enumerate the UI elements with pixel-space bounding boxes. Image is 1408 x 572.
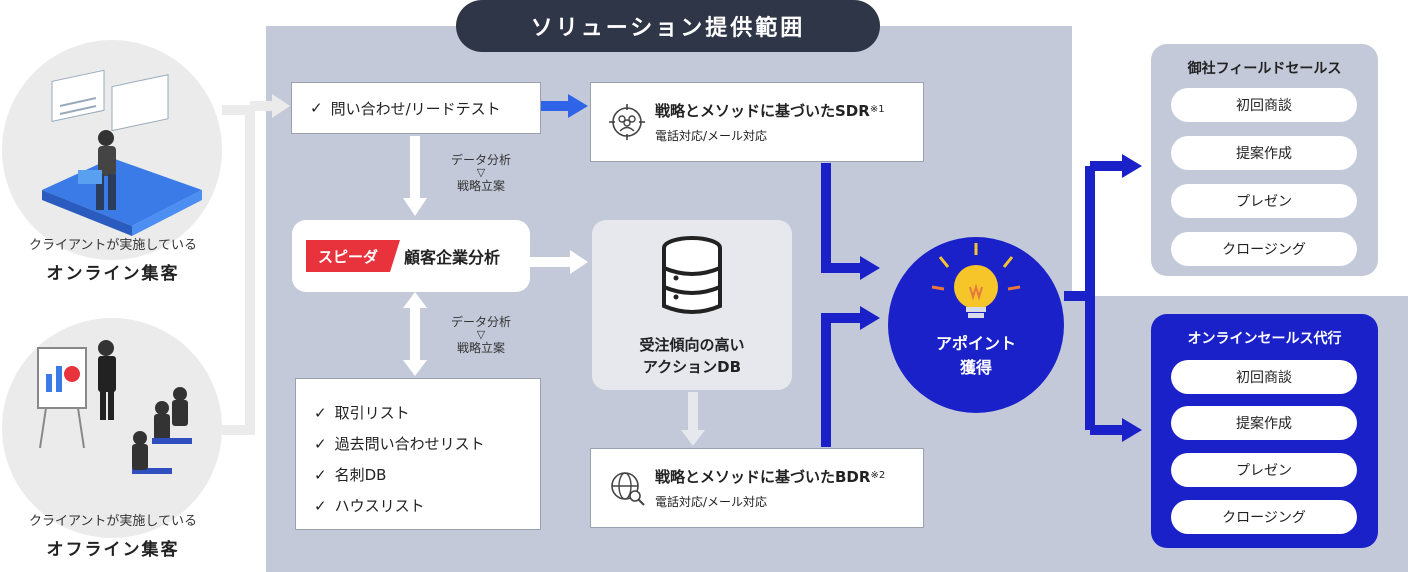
online-sales-step: クロージング [1171, 500, 1357, 534]
sdr-title-text: 戦略とメソッドに基づいたSDR [655, 102, 870, 120]
sdr-service-box: 戦略とメソッドに基づいたSDR※1 電話対応/メール対応 [590, 82, 924, 162]
action-db-box [592, 220, 792, 390]
bdr-subtitle: 電話対応/メール対応 [655, 495, 768, 509]
online-sales-panel: オンラインセールス代行 初回商談 提案作成 プレゼン クロージング [1151, 314, 1378, 548]
list-item: ✓ ハウスリスト [314, 490, 540, 521]
appointment-line2: 獲得 [959, 358, 992, 377]
sdr-title: 戦略とメソッドに基づいたSDR※1 [655, 100, 885, 121]
list-item: ✓ 過去問い合わせリスト [314, 428, 540, 459]
online-client-illustration [2, 40, 222, 260]
appointment-line1: アポイント [935, 334, 1016, 353]
analysis-note-bottom-line1: データ分析 [450, 315, 511, 329]
speeda-analysis-box: スピーダ 顧客企業分析 [292, 220, 530, 292]
check-icon: ✓ [314, 496, 327, 515]
analysis-note-bottom-line2: 戦略立案 [456, 341, 505, 355]
lead-test-label: 問い合わせ/リードテスト [330, 99, 501, 118]
check-icon: ✓ [314, 434, 327, 453]
field-sales-step: クロージング [1171, 232, 1357, 266]
database-icon [662, 236, 722, 314]
bdr-service-box: 戦略とメソッドに基づいたBDR※2 電話対応/メール対応 [590, 448, 924, 528]
appointment-label: アポイント 獲得 [888, 332, 1064, 380]
list-item: ✓ 取引リスト [314, 397, 540, 428]
offline-client-label: クライアントが実施している オフライン集客 [0, 510, 238, 560]
check-icon: ✓ [310, 99, 323, 117]
target-team-icon [609, 104, 645, 140]
data-sources-list: ✓ 取引リスト ✓ 過去問い合わせリスト ✓ 名刺DB ✓ ハウスリスト [295, 378, 541, 530]
chevron-down-icon: ▽ [476, 166, 486, 179]
bdr-title-text: 戦略とメソッドに基づいたBDR [655, 468, 871, 486]
page-title: ソリューション提供範囲 [456, 0, 880, 52]
speeda-label: 顧客企業分析 [404, 248, 501, 267]
field-sales-step: 提案作成 [1171, 136, 1357, 170]
online-sales-step: 初回商談 [1171, 360, 1357, 394]
appointment-circle [888, 237, 1064, 413]
field-sales-step: プレゼン [1171, 184, 1357, 218]
check-icon: ✓ [314, 465, 327, 484]
globe-search-icon [611, 472, 645, 506]
presentation-icon [37, 340, 192, 474]
online-sales-title: オンラインセールス代行 [1187, 331, 1342, 347]
analysis-note-bottom: データ分析 ▽ 戦略立案 [416, 314, 546, 356]
field-sales-title: 御社フィールドセールス [1187, 61, 1342, 77]
bdr-footnote: ※2 [870, 470, 886, 481]
sdr-subtitle: 電話対応/メール対応 [655, 129, 768, 143]
arrow-to-lead-test [272, 94, 290, 118]
action-db-label: 受注傾向の高い アクションDB [592, 334, 792, 378]
lead-test-box: ✓ 問い合わせ/リードテスト [291, 82, 541, 134]
action-db-line1: 受注傾向の高い [639, 336, 745, 354]
list-item-label: ハウスリスト [334, 497, 425, 515]
online-client-sub: クライアントが実施している [28, 238, 198, 253]
action-db-line2: アクションDB [642, 358, 742, 376]
offline-client-main: オフライン集客 [46, 540, 180, 560]
laptop-user-icon [42, 69, 202, 236]
chevron-down-icon: ▽ [476, 328, 486, 341]
analysis-note-top: データ分析 ▽ 戦略立案 [416, 152, 546, 194]
field-sales-panel: 御社フィールドセールス 初回商談 提案作成 プレゼン クロージング [1151, 44, 1378, 276]
list-item-label: 名刺DB [334, 466, 387, 484]
online-client-label: クライアントが実施している オンライン集客 [0, 234, 238, 284]
list-item: ✓ 名刺DB [314, 459, 540, 490]
speeda-logo-text: スピーダ [317, 247, 378, 266]
online-client-main: オンライン集客 [46, 264, 180, 284]
online-sales-step: プレゼン [1171, 453, 1357, 487]
list-item-label: 過去問い合わせリスト [334, 435, 485, 453]
offline-client-sub: クライアントが実施している [28, 514, 198, 529]
analysis-note-top-line1: データ分析 [450, 153, 511, 167]
offline-client-illustration [2, 318, 222, 538]
sdr-footnote: ※1 [869, 104, 885, 115]
bdr-title: 戦略とメソッドに基づいたBDR※2 [655, 466, 885, 487]
speeda-logo: スピーダ [306, 240, 400, 272]
field-sales-step: 初回商談 [1171, 88, 1357, 122]
lightbulb-icon [931, 243, 1021, 318]
online-sales-step: 提案作成 [1171, 406, 1357, 440]
analysis-note-top-line2: 戦略立案 [456, 179, 505, 193]
list-item-label: 取引リスト [334, 404, 410, 422]
check-icon: ✓ [314, 403, 327, 422]
